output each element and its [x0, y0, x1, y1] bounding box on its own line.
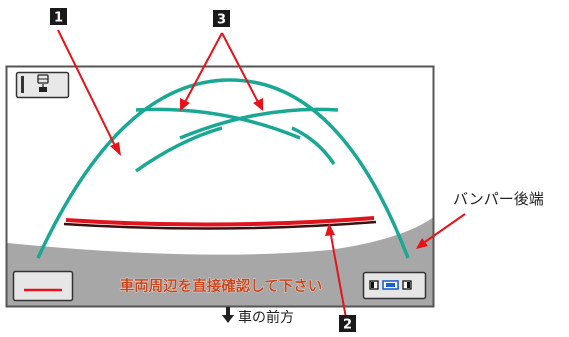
pointer-arrowhead-3-left — [180, 98, 190, 111]
guide-line-toggle-button[interactable] — [12, 270, 74, 302]
pointer-arrowhead-1 — [110, 142, 121, 156]
pointer-arrowhead-3-right — [253, 98, 263, 111]
down-arrow-icon — [222, 307, 234, 323]
pointer-line-2 — [329, 229, 347, 319]
pointer-line-bumper — [421, 213, 466, 245]
view-mode-button[interactable] — [362, 271, 427, 300]
camera-view-button[interactable] — [15, 71, 70, 99]
bumper-edge-label: バンパー後端 — [453, 190, 544, 208]
callout-2-number: 2 — [343, 318, 352, 333]
guide-line-outer-arc — [36, 78, 410, 259]
pointer-line-3-right — [221, 32, 260, 105]
callout-1: 1 — [50, 8, 67, 26]
pointer-arrowhead-bumper — [416, 238, 428, 249]
crossing-arc-left — [135, 107, 301, 140]
guide-line-inner-left — [134, 126, 223, 173]
view-mode-icon — [369, 280, 412, 290]
callout-3-number: 3 — [217, 13, 226, 28]
guide-line-inner-right — [291, 126, 336, 165]
pointer-line-1 — [57, 29, 118, 151]
warning-message: 車両周辺を直接確認して下さい — [120, 277, 323, 295]
callout-3: 3 — [213, 10, 230, 28]
bumper-area — [7, 218, 433, 306]
camera-view-icon — [37, 74, 49, 92]
forward-label: 車の前方 — [238, 309, 294, 326]
callout-1-number: 1 — [54, 11, 63, 26]
forward-direction: 車の前方 — [222, 307, 294, 326]
crossing-arc-right — [179, 107, 339, 140]
callout-2: 2 — [339, 315, 356, 333]
pointer-arrowhead-2 — [325, 223, 335, 236]
pointer-line-3-left — [183, 32, 223, 105]
distance-guide-dark — [63, 220, 377, 230]
distance-guide-red — [65, 216, 375, 227]
